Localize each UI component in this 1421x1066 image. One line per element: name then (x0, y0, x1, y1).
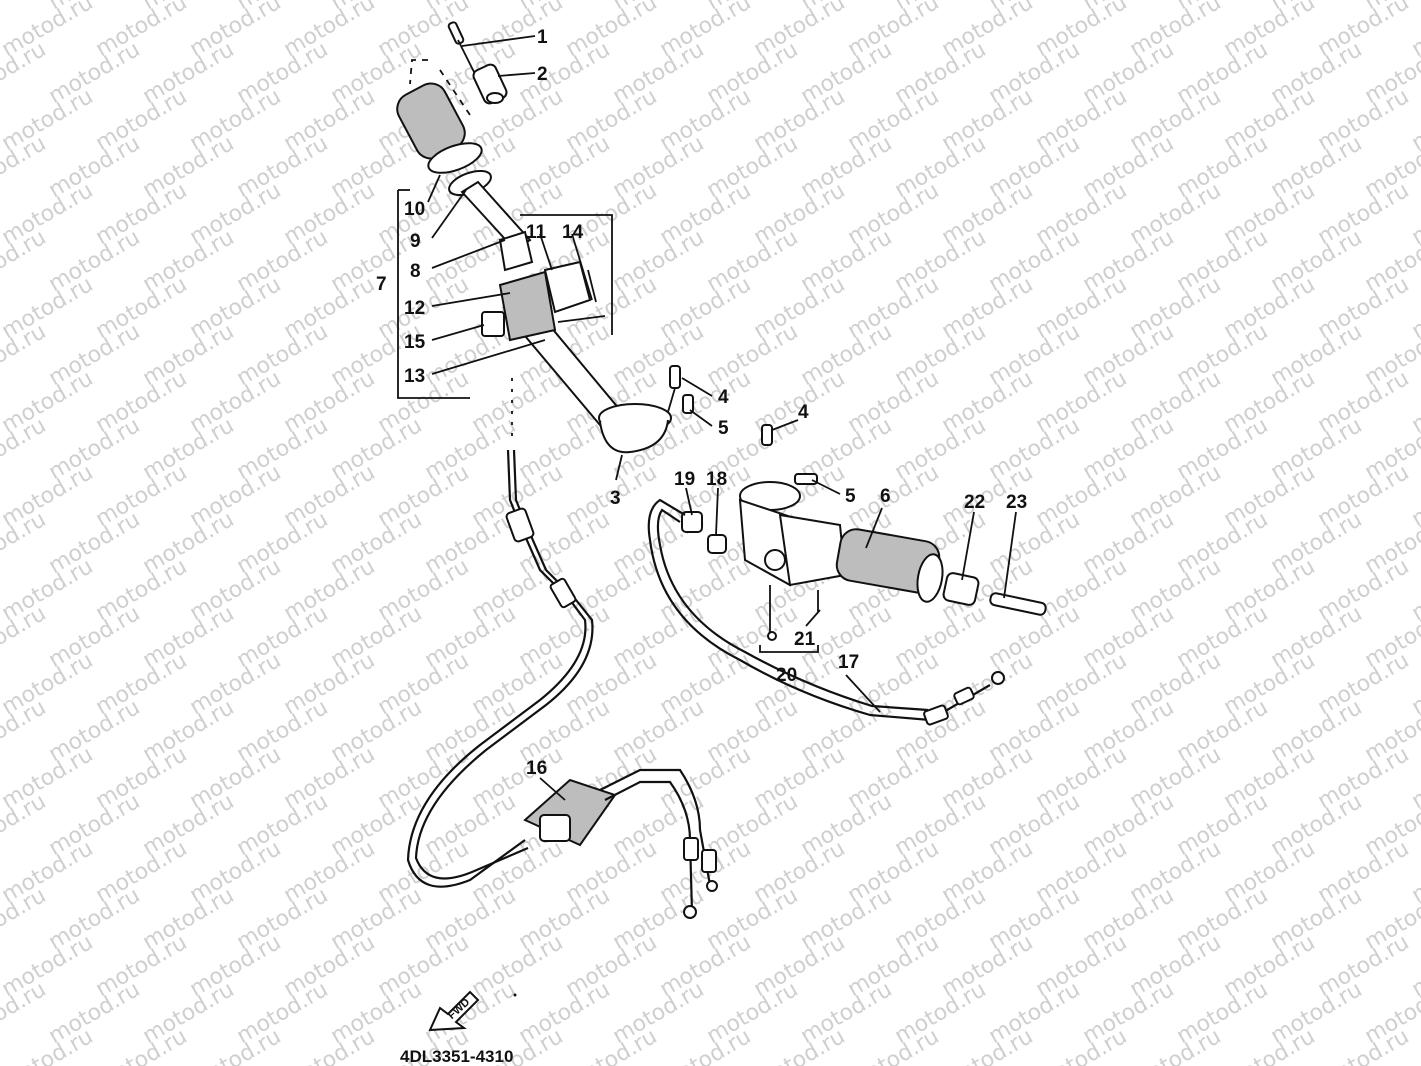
diagram-code: 4DL3351-4310 (400, 1047, 513, 1066)
left-handlebar-assembly (396, 21, 694, 454)
callout-17: 17 (838, 652, 859, 673)
right-bar-end (942, 572, 1047, 616)
callout-14: 14 (562, 222, 584, 243)
callouts: 1 2 10 9 8 7 11 14 12 15 13 4 5 3 4 5 6 … (376, 27, 1027, 779)
watermark-text: motod.ru (1408, 554, 1421, 626)
watermark-text: motod.ru (1408, 648, 1421, 720)
callout-23: 23 (1006, 492, 1027, 513)
watermark-text: motod.ru (1408, 930, 1421, 1002)
right-lever-assembly (681, 424, 1047, 641)
callout-20: 20 (776, 665, 797, 686)
callout-5b: 5 (845, 486, 856, 507)
callout-21: 21 (794, 629, 816, 650)
callout-3: 3 (610, 488, 621, 509)
callout-2: 2 (537, 64, 548, 85)
watermark-text: motod.ru (1408, 84, 1421, 156)
callout-11: 11 (526, 222, 547, 243)
clutch-cable (647, 498, 1005, 726)
callout-18: 18 (706, 469, 727, 490)
watermark-text: motod.ru (1408, 366, 1421, 438)
watermark-text: motod.ru (0, 0, 50, 15)
watermark-text: motod.ru (1408, 742, 1421, 814)
callout-4b: 4 (798, 402, 809, 423)
stray-dot (513, 993, 517, 997)
callout-9: 9 (410, 231, 421, 252)
callout-1: 1 (537, 27, 548, 48)
cable-adjuster (681, 511, 727, 554)
lever-holder (738, 481, 847, 587)
clamp-bolts-upper (667, 365, 694, 414)
callout-6: 6 (880, 486, 891, 507)
watermark-text: motod.ru (1408, 272, 1421, 344)
bar-end-weight (472, 63, 508, 105)
watermark-text: motod.ru (1408, 460, 1421, 532)
watermark-text: motod.ru (0, 1024, 3, 1066)
callout-16: 16 (526, 758, 547, 779)
callout-5a: 5 (718, 418, 729, 439)
callout-15: 15 (404, 332, 426, 353)
callout-12: 12 (404, 298, 425, 319)
throttle-cable (406, 449, 718, 919)
switch-housing (481, 230, 606, 342)
right-grip (835, 528, 944, 603)
watermark-text: motod.ru (1408, 178, 1421, 250)
handlebar-clamp (598, 403, 672, 454)
watermark-text: motod.ru (0, 0, 3, 62)
callout-7: 7 (376, 274, 387, 295)
callout-4a: 4 (718, 387, 729, 408)
callout-10: 10 (404, 199, 425, 220)
callout-19: 19 (674, 469, 695, 490)
callout-22: 22 (964, 492, 985, 513)
watermark-text: motod.ru (1408, 836, 1421, 908)
leader-lines (427, 35, 1017, 801)
callout-13: 13 (404, 366, 425, 387)
callout-8: 8 (410, 261, 421, 282)
